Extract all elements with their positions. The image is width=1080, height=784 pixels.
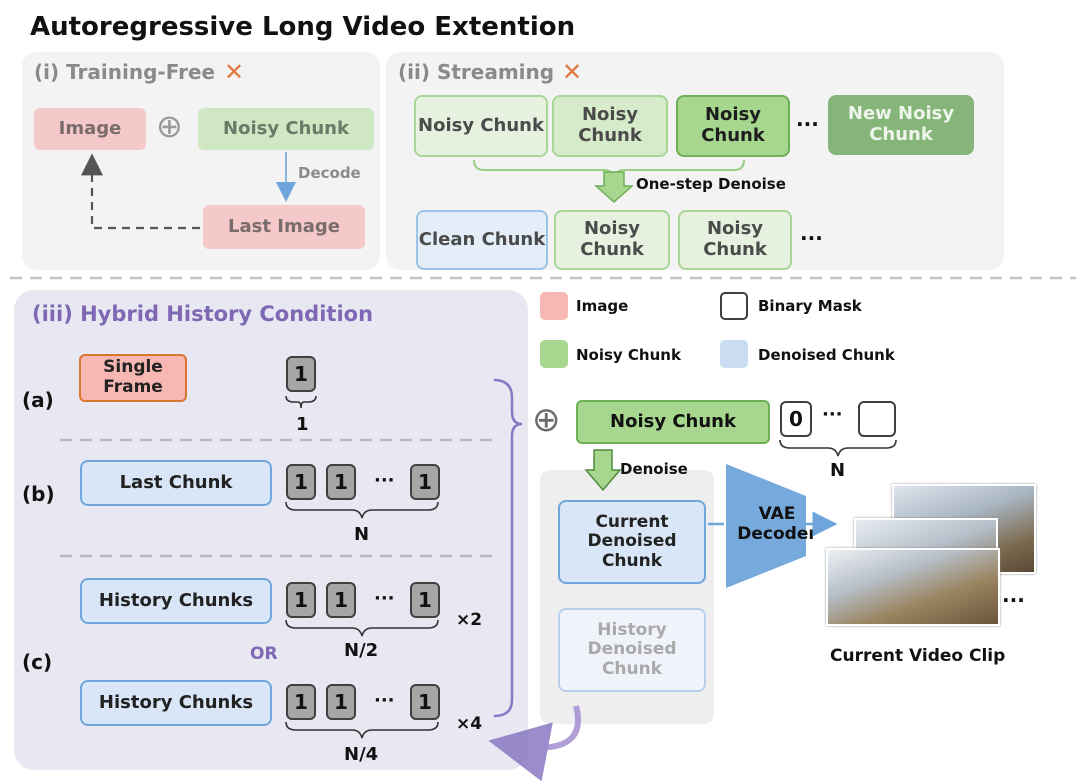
ellipsis: ··· (374, 470, 395, 491)
binary-mask-one: 1 (286, 356, 316, 392)
mask-count: N/2 (344, 640, 379, 661)
row-c-label: (c) (22, 650, 53, 674)
binary-mask-one: 1 (326, 464, 356, 500)
history-chunks-box-quarter: History Chunks (80, 680, 272, 726)
panel-training-free-title: (i) Training-Free (34, 60, 216, 84)
legend-image-swatch (540, 292, 568, 320)
last-chunk-box: Last Chunk (80, 460, 272, 506)
legend-denoised-label: Denoised Chunk (758, 346, 895, 364)
binary-mask-one: 1 (286, 684, 316, 720)
clean-chunk: Clean Chunk (416, 210, 548, 270)
mask-count: 1 (296, 414, 309, 435)
cross-icon: ✕ (562, 58, 583, 86)
video-clip-label: Current Video Clip (830, 646, 1006, 666)
legend-noisy-label: Noisy Chunk (576, 346, 681, 364)
legend-noisy-swatch (540, 340, 568, 368)
plus-icon: ⊕ (532, 400, 561, 440)
figure-title: Autoregressive Long Video Extention (30, 12, 576, 42)
panel-streaming-title: (ii) Streaming (398, 60, 555, 84)
panel-hybrid-history-title: (iii) Hybrid History Condition (32, 302, 374, 326)
row-b-label: (b) (22, 482, 55, 506)
last-image-box: Last Image (203, 205, 365, 249)
ellipsis: ··· (374, 588, 395, 609)
decode-label: Decode (298, 164, 361, 182)
vae-decoder-label: VAE Decoder (737, 504, 817, 544)
plus-icon: ⊕ (156, 107, 183, 145)
legend-mask-label: Binary Mask (758, 297, 862, 315)
mask-count: N/4 (344, 744, 379, 765)
mask-count: N (830, 460, 846, 481)
binary-mask-zero: 0 (780, 401, 812, 437)
history-chunks-box-half: History Chunks (80, 578, 272, 624)
cross-icon: ✕ (224, 58, 245, 86)
binary-mask-one: 1 (286, 464, 316, 500)
binary-mask-one: 1 (410, 464, 440, 500)
mask-count: N (354, 524, 370, 545)
binary-mask-one: 1 (326, 582, 356, 618)
row-a-label: (a) (22, 388, 54, 412)
or-label: OR (250, 644, 278, 664)
section-divider (10, 276, 1076, 280)
multiplier-label: ×4 (456, 714, 483, 734)
ellipsis: ··· (796, 112, 819, 136)
new-noisy-chunk: New Noisy Chunk (828, 95, 974, 155)
denoise-label: Denoise (620, 460, 688, 478)
legend-mask-swatch (720, 292, 748, 320)
current-denoised-chunk: Current Denoised Chunk (558, 500, 706, 584)
one-step-denoise-label: One-step Denoise (636, 175, 786, 193)
binary-mask-empty (858, 401, 896, 437)
multiplier-label: ×2 (456, 610, 483, 630)
binary-mask-one: 1 (326, 684, 356, 720)
video-frame-front (826, 548, 1000, 626)
legend-image-label: Image (576, 297, 629, 315)
binary-mask-one: 1 (286, 582, 316, 618)
image-box: Image (34, 108, 146, 150)
ellipsis: ··· (374, 690, 395, 711)
noisy-chunk-box: Noisy Chunk (198, 108, 374, 150)
noisy-chunk-box: Noisy Chunk (576, 400, 770, 444)
single-frame-box: Single Frame (79, 354, 187, 402)
binary-mask-one: 1 (410, 582, 440, 618)
streaming-noisy-chunk-2: Noisy Chunk (552, 95, 668, 157)
legend-denoised-swatch (720, 340, 748, 368)
ellipsis: ··· (800, 226, 823, 250)
streaming-noisy-chunk-bottom-2: Noisy Chunk (678, 210, 792, 270)
history-denoised-chunk: History Denoised Chunk (558, 608, 706, 692)
streaming-noisy-chunk-1: Noisy Chunk (414, 95, 548, 157)
binary-mask-one: 1 (410, 684, 440, 720)
vae-decoder-shape (726, 464, 806, 588)
streaming-noisy-chunk-bottom-1: Noisy Chunk (554, 210, 670, 270)
ellipsis: ··· (1002, 588, 1025, 612)
streaming-noisy-chunk-3: Noisy Chunk (676, 95, 790, 157)
ellipsis: ··· (822, 404, 843, 425)
